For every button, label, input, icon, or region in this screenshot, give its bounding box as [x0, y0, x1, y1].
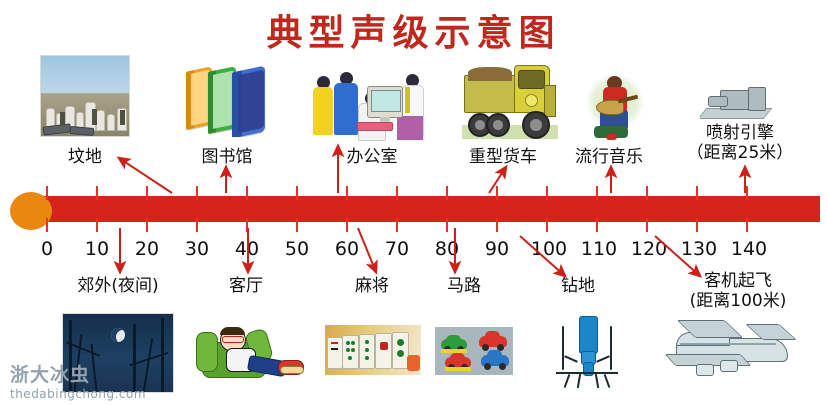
- axis-tick: [746, 218, 748, 232]
- axis-tick: [146, 186, 148, 200]
- axis-tick: [146, 218, 148, 232]
- axis-tick-label: 0: [40, 238, 54, 260]
- axis-tick-label: 120: [630, 238, 668, 260]
- axis-bar: [20, 196, 820, 222]
- bottom-label-4: 钻地: [561, 276, 595, 296]
- axis-tick: [196, 186, 198, 200]
- axis-tick: [696, 218, 698, 232]
- watermark-text: 浙大冰虫: [10, 364, 91, 386]
- axis-tick: [296, 186, 298, 200]
- axis-tick: [396, 218, 398, 232]
- airliner-icon: [658, 318, 808, 388]
- axis-tick: [196, 218, 198, 232]
- axis-tick: [346, 218, 348, 232]
- top-label-4: 流行音乐: [575, 147, 643, 167]
- bottom-label-5: 客机起飞 (距离100米): [689, 271, 787, 311]
- bottom-label-0: 郊外(夜间): [77, 276, 159, 296]
- bottom-label-1: 客厅: [229, 276, 263, 296]
- axis-tick: [396, 186, 398, 200]
- axis-tick-label: 10: [84, 238, 110, 260]
- axis-tick: [746, 186, 748, 200]
- page-title: 典型声级示意图: [266, 13, 561, 54]
- axis-tick: [496, 218, 498, 232]
- axis-tick: [646, 218, 648, 232]
- top-label-3: 重型货车: [469, 147, 537, 167]
- axis-tick: [46, 186, 48, 200]
- axis-tick: [246, 218, 248, 232]
- axis-tick-label: 50: [284, 238, 310, 260]
- axis-tick: [446, 218, 448, 232]
- axis-tick-label: 80: [434, 238, 460, 260]
- axis-tick-label: 30: [184, 238, 210, 260]
- living-room-sofa-icon: [196, 318, 310, 390]
- top-label-0: 坟地: [68, 147, 102, 167]
- watermark-url: thedabingchong.com: [10, 387, 147, 401]
- mahjong-tiles-photo: [325, 325, 421, 375]
- dump-truck-icon: [462, 57, 558, 139]
- guitarist-icon: [574, 62, 656, 142]
- axis-tick-label: 140: [730, 238, 768, 260]
- axis-tick: [646, 186, 648, 200]
- axis-tick-label: 130: [680, 238, 718, 260]
- axis-tick: [46, 218, 48, 232]
- axis-tick: [596, 218, 598, 232]
- axis-tick-label: 20: [134, 238, 160, 260]
- watermark: 浙大冰虫 thedabingchong.com: [10, 360, 210, 401]
- axis-tick-label: 40: [234, 238, 260, 260]
- jackhammer-icon: [552, 314, 622, 390]
- axis-tick-label: 100: [530, 238, 568, 260]
- bottom-label-3: 马路: [447, 276, 481, 296]
- axis-tick: [546, 186, 548, 200]
- office-people-icon: [305, 62, 427, 142]
- axis-tick: [296, 218, 298, 232]
- top-label-5: 喷射引擎 （距离25米）: [686, 123, 794, 163]
- jet-engine-icon: [700, 84, 776, 124]
- bottom-label-2: 麻将: [355, 276, 389, 296]
- top-label-2: 办公室: [346, 147, 398, 167]
- axis-tick: [696, 186, 698, 200]
- axis-tick: [246, 186, 248, 200]
- axis-tick: [496, 186, 498, 200]
- axis-tick-label: 70: [384, 238, 410, 260]
- axis-tick: [546, 218, 548, 232]
- axis-tick-label: 110: [580, 238, 618, 260]
- axis-tick: [96, 218, 98, 232]
- street-cars-icon: [435, 327, 513, 375]
- axis-tick: [446, 186, 448, 200]
- axis-origin-knob: [10, 192, 52, 230]
- top-label-1: 图书馆: [201, 147, 253, 167]
- axis-tick-label: 60: [334, 238, 360, 260]
- axis-tick: [96, 186, 98, 200]
- axis-tick-label: 90: [484, 238, 510, 260]
- axis-tick: [596, 186, 598, 200]
- night-countryside-photo: [62, 313, 174, 393]
- cemetery-photo: [40, 55, 130, 137]
- axis-tick: [346, 186, 348, 200]
